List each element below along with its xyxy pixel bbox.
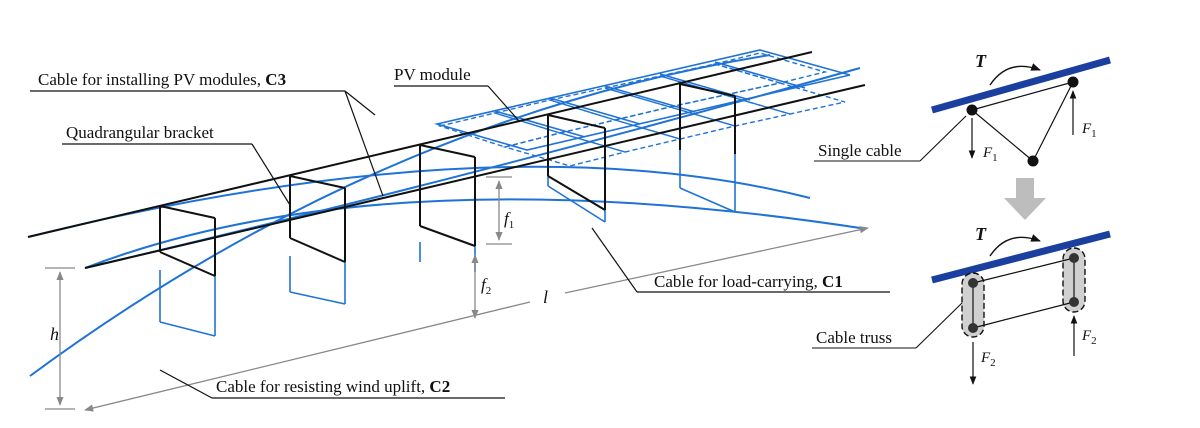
black-frame [27, 51, 866, 277]
cable-c1-front [84, 198, 861, 269]
single-cable-schematic: T F1 F1 Single cable [814, 51, 1111, 167]
transition-arrow-icon [1004, 178, 1046, 220]
symbol-T-top: T [975, 51, 987, 71]
symbol-T-bottom: T [975, 224, 987, 244]
symbol-F1-right: F1 [1081, 121, 1097, 140]
label-quadrangular-bracket: Quadrangular bracket [66, 123, 214, 142]
cable-c2-front [29, 54, 771, 377]
dimensions [45, 176, 869, 412]
label-cable-c3: Cable for installing PV modules, C3 [38, 70, 286, 89]
symbol-l: l [543, 287, 548, 307]
pv-modules [433, 49, 851, 167]
leader-lines [30, 85, 890, 399]
label-cable-c2: Cable for resisting wind uplift, C2 [216, 377, 450, 396]
symbol-F1-left: F1 [982, 145, 998, 164]
label-single-cable: Single cable [818, 141, 902, 160]
symbol-F2-right: F2 [1081, 328, 1097, 347]
symbol-f2: f2 [481, 275, 491, 297]
symbol-h: h [50, 324, 59, 344]
cable-truss-schematic: T F2 F2 Cable truss [812, 224, 1111, 385]
label-cable-c1: Cable for load-carrying, C1 [654, 272, 843, 291]
symbol-F2-left: F2 [980, 350, 996, 369]
cable-c3-back [27, 51, 813, 238]
symbol-f1: f1 [504, 209, 514, 231]
label-cable-truss: Cable truss [816, 328, 892, 347]
label-pv-module: PV module [394, 65, 471, 84]
